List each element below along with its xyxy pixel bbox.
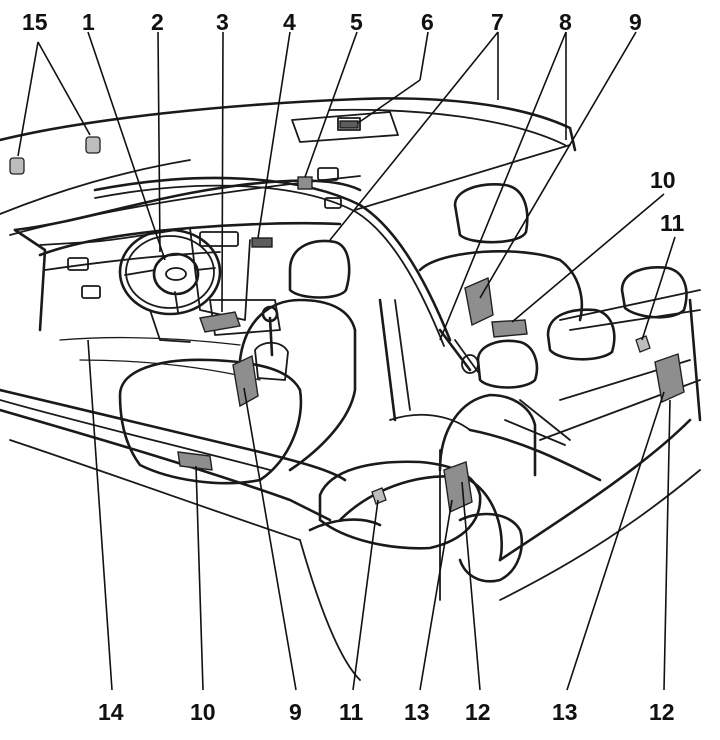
sensor-15b: [85, 136, 101, 154]
callout-labels-top: 15 1 2 3 4 5 6 7 8 9: [22, 9, 642, 35]
callout-2: 2: [151, 9, 164, 35]
callout-labels-right: 10 11: [650, 167, 685, 236]
dashboard-and-steering: [38, 111, 399, 381]
callout-13-bottom-right: 13: [552, 699, 578, 725]
rear-side-airbag-12-left: [443, 461, 473, 514]
rear-side-airbag-12-right: [654, 353, 685, 404]
callout-12-bottom-right: 12: [649, 699, 675, 725]
airbag-components: [9, 120, 685, 514]
leader-lines: [17, 31, 676, 691]
callout-13-bottom: 13: [404, 699, 430, 725]
control-unit-3: [199, 311, 241, 333]
callout-1: 1: [82, 9, 95, 35]
callout-4: 4: [283, 9, 296, 35]
overhead-sensor-6: [339, 120, 359, 129]
side-sensor-10-rear: [491, 319, 528, 338]
callout-15: 15: [22, 9, 48, 35]
sensor-15a: [9, 157, 25, 175]
callout-11-right: 11: [660, 210, 685, 236]
callout-7: 7: [491, 9, 504, 35]
side-airbag-9-rear: [464, 276, 494, 327]
callout-10-bottom: 10: [190, 699, 216, 725]
callout-labels-bottom: 14 10 9 11 13 12 13 12: [98, 699, 675, 725]
callout-9: 9: [629, 9, 642, 35]
passenger-airbag-4: [251, 237, 273, 248]
callout-8: 8: [559, 9, 572, 35]
callout-11-bottom: 11: [339, 699, 364, 725]
sensor-11-front: [371, 487, 387, 505]
part-5: [297, 176, 313, 190]
callout-3: 3: [216, 9, 229, 35]
callout-10-right: 10: [650, 167, 676, 193]
callout-9-bottom: 9: [289, 699, 302, 725]
side-airbag-9-front: [232, 354, 259, 408]
callout-12-bottom: 12: [465, 699, 491, 725]
callout-14-bottom: 14: [98, 699, 124, 725]
seats: [118, 183, 688, 550]
side-sensor-10-front: [177, 451, 213, 471]
callout-6: 6: [421, 9, 434, 35]
callout-5: 5: [350, 9, 363, 35]
